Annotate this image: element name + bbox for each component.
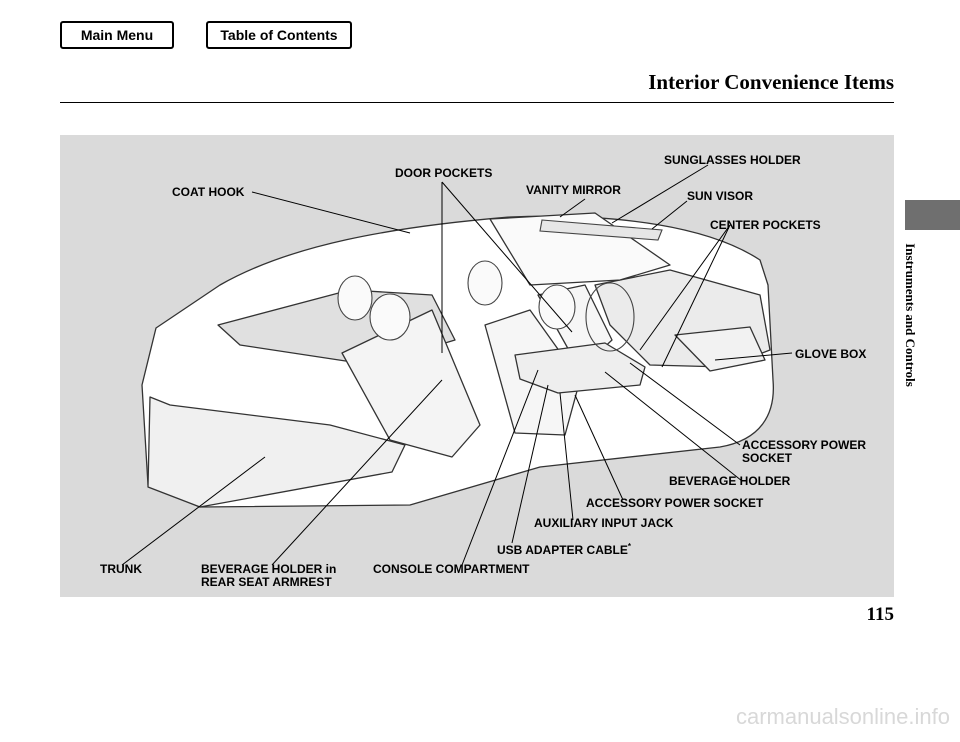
usb-adapter-cable-text: USB ADAPTER CABLE bbox=[497, 543, 628, 557]
beverage-holder-rear-line1: BEVERAGE HOLDER in bbox=[201, 562, 336, 576]
section-tab-marker bbox=[905, 200, 960, 230]
usb-adapter-footnote-mark: * bbox=[628, 542, 631, 551]
center-pockets-label: CENTER POCKETS bbox=[710, 219, 821, 232]
main-menu-button[interactable]: Main Menu bbox=[60, 21, 174, 49]
page-number: 115 bbox=[867, 604, 894, 626]
usb-adapter-cable-label: USB ADAPTER CABLE* bbox=[497, 540, 631, 557]
coat-hook-label: COAT HOOK bbox=[172, 186, 244, 199]
sunglasses-holder-label: SUNGLASSES HOLDER bbox=[664, 154, 801, 167]
accessory-power-socket-line2: SOCKET bbox=[742, 451, 792, 465]
door-pockets-label: DOOR POCKETS bbox=[395, 167, 492, 180]
rear-headrest-left bbox=[338, 276, 372, 320]
sun-visor-leader bbox=[652, 201, 687, 229]
console-compartment-label: CONSOLE COMPARTMENT bbox=[373, 563, 529, 576]
rear-headrest-right bbox=[370, 294, 410, 340]
beverage-holder-rear-line2: REAR SEAT ARMREST bbox=[201, 575, 332, 589]
accessory-power-socket-front-label: ACCESSORY POWER SOCKET bbox=[586, 497, 763, 510]
title-divider bbox=[60, 102, 894, 103]
front-headrest bbox=[539, 285, 575, 329]
car-interior-drawing bbox=[60, 135, 894, 597]
vanity-mirror-label: VANITY MIRROR bbox=[526, 184, 621, 197]
coat-hook-leader bbox=[252, 192, 410, 233]
trunk-label: TRUNK bbox=[100, 563, 142, 576]
sun-visor-label: SUN VISOR bbox=[687, 190, 753, 203]
beverage-holder-label: BEVERAGE HOLDER bbox=[669, 475, 790, 488]
table-of-contents-button[interactable]: Table of Contents bbox=[206, 21, 352, 49]
section-label: Instruments and Controls bbox=[899, 235, 921, 395]
glove-box-label: GLOVE BOX bbox=[795, 348, 866, 361]
accessory-power-socket-line1: ACCESSORY POWER bbox=[742, 438, 866, 452]
section-label-text: Instruments and Controls bbox=[902, 243, 918, 387]
watermark: carmanualsonline.info bbox=[736, 704, 950, 730]
front-passenger-headrest bbox=[468, 261, 502, 305]
interior-illustration: SUNGLASSES HOLDER DOOR POCKETS COAT HOOK… bbox=[60, 135, 894, 597]
auxiliary-input-jack-label: AUXILIARY INPUT JACK bbox=[534, 517, 673, 530]
page-title: Interior Convenience Items bbox=[648, 70, 894, 95]
